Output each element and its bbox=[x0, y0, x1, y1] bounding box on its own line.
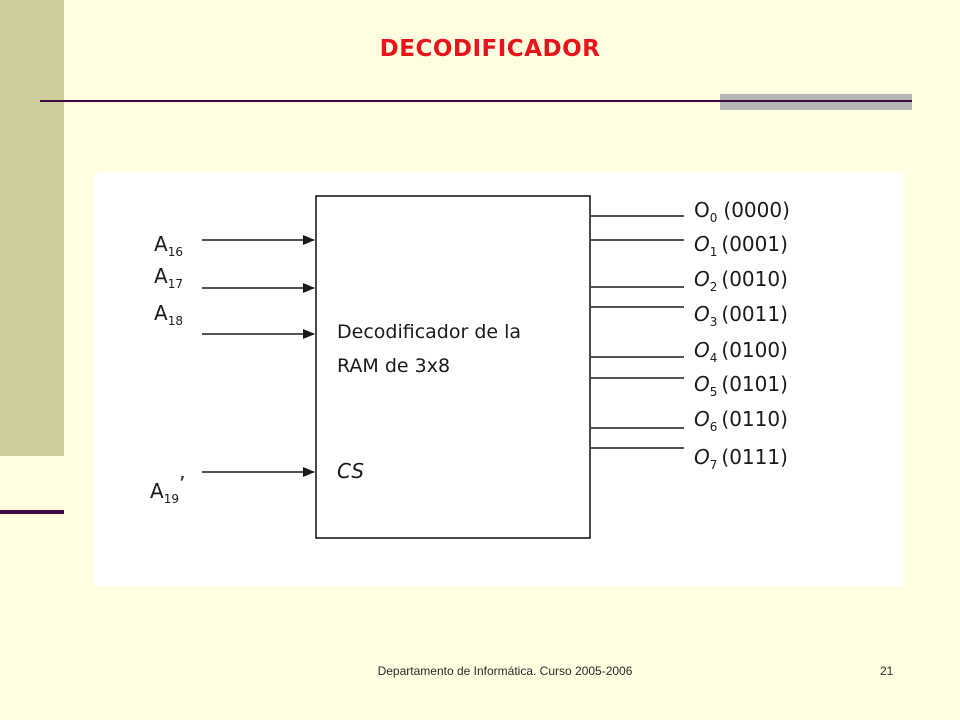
decoder-diagram-svg: Decodificador de la RAM de 3x8 CS A16 A1… bbox=[150, 195, 790, 539]
decoder-diagram: Decodificador de la RAM de 3x8 CS A16 A1… bbox=[94, 172, 904, 586]
output-label-o1: O1(0001) bbox=[694, 232, 788, 259]
title-divider bbox=[40, 100, 912, 102]
page-number: 21 bbox=[880, 664, 894, 678]
input-label-a17: A17 bbox=[154, 264, 183, 291]
chip-select-label: CS bbox=[337, 459, 364, 483]
output-label-o7: O7(0111) bbox=[694, 445, 788, 472]
side-decor-band bbox=[0, 0, 64, 456]
block-label-line1: Decodificador de la bbox=[337, 321, 521, 343]
output-label-o5: O5(0101) bbox=[694, 372, 788, 399]
output-label-o3: O3(0011) bbox=[694, 302, 788, 329]
title-divider-block bbox=[720, 94, 912, 110]
output-label-o0: O0(0000) bbox=[694, 198, 790, 225]
output-label-o6: O6(0110) bbox=[694, 407, 788, 434]
side-decor-accent bbox=[0, 510, 64, 514]
block-label-line2: RAM de 3x8 bbox=[337, 355, 450, 377]
input-label-a16: A16 bbox=[154, 232, 183, 259]
input-label-a19: A19’ bbox=[150, 472, 185, 506]
output-label-o4: O4(0100) bbox=[694, 338, 788, 365]
decoder-block bbox=[315, 195, 591, 539]
slide-title: DECODIFICADOR bbox=[379, 36, 601, 62]
input-label-a18: A18 bbox=[154, 301, 183, 328]
output-label-o2: O2(0010) bbox=[694, 267, 788, 294]
slide-footer: Departamento de Informática. Curso 2005-… bbox=[377, 664, 633, 678]
